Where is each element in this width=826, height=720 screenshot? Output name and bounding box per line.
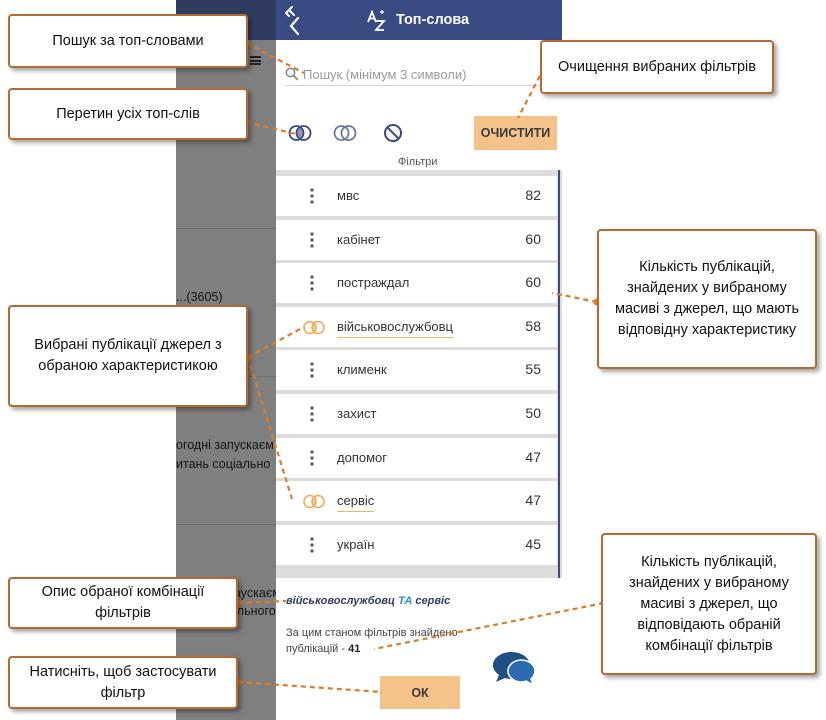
result-summary: За цим станом фільтрів знайдено публікац… bbox=[286, 625, 472, 657]
list-item[interactable]: допомог 47 bbox=[276, 437, 557, 478]
list-item[interactable]: постраждал 60 bbox=[276, 263, 557, 304]
callout-selected: Вибрані публікації джерел з обраною хара… bbox=[8, 305, 248, 407]
top-word-label: україн bbox=[337, 536, 375, 552]
top-word-label: захист bbox=[337, 406, 377, 421]
callout-count-per-word: Кількість публікацій, знайдених у вибран… bbox=[597, 229, 817, 369]
panel-header: Топ-слова bbox=[276, 0, 562, 40]
list-item[interactable]: кабінет 60 bbox=[276, 219, 557, 260]
filters-label: Фільтри bbox=[398, 156, 438, 168]
top-word-label: допомог bbox=[337, 449, 387, 465]
combination-description: військовослужбовц ТА сервіс bbox=[286, 595, 450, 607]
top-word-label: кабінет bbox=[337, 231, 381, 247]
menu-icon bbox=[250, 56, 261, 65]
background-text: аускаєм bbox=[234, 586, 276, 600]
background-text: итань соціально bbox=[176, 457, 271, 471]
more-options-icon[interactable] bbox=[310, 188, 314, 204]
list-item[interactable]: мвс 82 bbox=[276, 176, 557, 216]
selected-venn-icon[interactable] bbox=[302, 320, 326, 335]
top-word-label: сервіс bbox=[337, 493, 375, 513]
list-scrollbar[interactable] bbox=[558, 170, 560, 578]
combination-term: військовослужбовц bbox=[286, 595, 396, 607]
list-item[interactable]: клименк 55 bbox=[276, 350, 557, 391]
back-arrow-icon[interactable] bbox=[282, 4, 308, 36]
background-text: огодні запускаєм bbox=[176, 438, 274, 452]
search-icon bbox=[285, 67, 299, 81]
top-words-panel: Топ-слова ОЧИСТИТИ Фільтри мвс 82 кабінет 6… bbox=[276, 0, 562, 720]
panel-title: Топ-слова bbox=[396, 12, 470, 28]
ok-button[interactable]: ОК bbox=[380, 676, 460, 709]
more-options-icon[interactable] bbox=[310, 362, 314, 378]
top-word-count: 47 bbox=[525, 448, 541, 465]
more-options-icon[interactable] bbox=[310, 231, 314, 248]
top-word-label: мвс bbox=[337, 188, 360, 203]
search-input[interactable] bbox=[303, 64, 551, 84]
top-word-label: постраждал bbox=[337, 275, 410, 291]
result-label: За цим станом фільтрів знайдено публікац… bbox=[286, 627, 458, 655]
list-item[interactable]: захист 50 bbox=[276, 394, 557, 434]
callout-clear: Очищення вибраних фільтрів bbox=[540, 40, 774, 94]
background-text: ...(3605) bbox=[176, 290, 223, 304]
top-word-count: 47 bbox=[525, 492, 541, 509]
top-word-count: 45 bbox=[525, 535, 541, 552]
union-icon[interactable] bbox=[333, 122, 357, 144]
intersection-all-icon[interactable] bbox=[288, 122, 312, 144]
list-item[interactable]: військовослужбовц 58 bbox=[276, 306, 557, 347]
top-word-label: військовослужбовц bbox=[337, 319, 453, 338]
top-word-count: 55 bbox=[525, 361, 541, 378]
combination-operator: ТА bbox=[398, 595, 413, 607]
top-word-count: 50 bbox=[525, 405, 541, 421]
callout-combination-count: Кількість публікацій, знайдених у вибран… bbox=[601, 533, 817, 675]
callout-combination-description: Опис обраної комбінації фільтрів bbox=[8, 577, 238, 629]
top-word-count: 58 bbox=[525, 317, 541, 334]
top-word-count: 82 bbox=[525, 187, 541, 203]
callout-apply: Натисніть, щоб застосувати фільтр bbox=[8, 656, 238, 709]
top-words-list: мвс 82 кабінет 60 постраждал 60 військовослужб… bbox=[276, 170, 562, 578]
more-options-icon[interactable] bbox=[310, 406, 314, 422]
result-count: 41 bbox=[348, 643, 361, 655]
sort-az-icon bbox=[367, 10, 387, 31]
clear-filters-button[interactable]: ОЧИСТИТИ bbox=[474, 116, 557, 150]
top-word-count: 60 bbox=[525, 230, 541, 247]
top-word-count: 60 bbox=[525, 274, 541, 291]
more-options-icon[interactable] bbox=[310, 449, 314, 466]
search-field bbox=[285, 62, 553, 86]
background-divider bbox=[176, 524, 276, 525]
chat-icon[interactable] bbox=[491, 648, 537, 686]
callout-intersection: Перетин усіх топ-слів bbox=[8, 88, 248, 140]
selected-venn-icon[interactable] bbox=[302, 494, 326, 509]
more-options-icon[interactable] bbox=[310, 275, 314, 291]
background-divider bbox=[176, 228, 276, 229]
list-item[interactable]: сервіс 47 bbox=[276, 481, 557, 522]
exclude-icon[interactable] bbox=[381, 122, 405, 144]
list-item[interactable]: україн 45 bbox=[276, 524, 557, 565]
callout-search: Пошук за топ-словами bbox=[8, 14, 248, 68]
background-text: ільного bbox=[234, 604, 276, 618]
combination-term: сервіс bbox=[415, 595, 451, 607]
top-word-label: клименк bbox=[337, 362, 387, 378]
more-options-icon[interactable] bbox=[310, 537, 314, 553]
